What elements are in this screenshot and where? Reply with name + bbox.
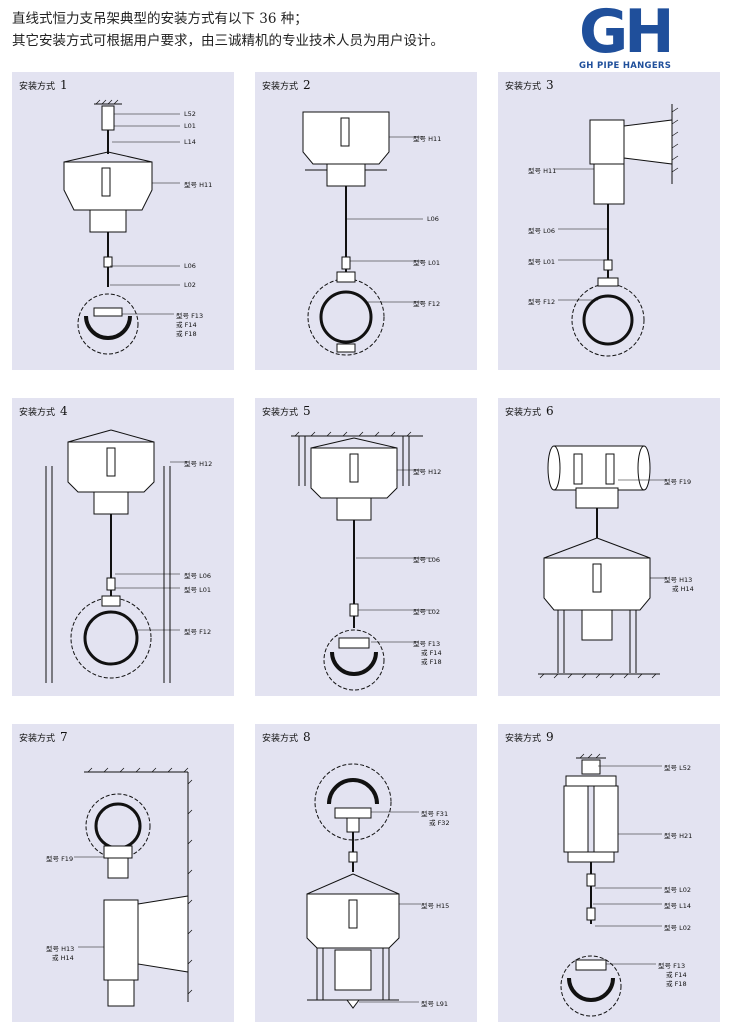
hanger-drawing-4: [45, 429, 188, 683]
label-f31: 型号 F31: [421, 810, 449, 818]
label-h11: 型号 H11: [184, 181, 213, 189]
label-h14: 或 H14: [52, 954, 74, 962]
hanger-drawing-3: [554, 104, 679, 357]
label-f19: 型号 F19: [664, 478, 692, 486]
label-h13: 型号 H13: [46, 945, 75, 953]
label-f12: 型号 F12: [528, 298, 556, 306]
label-l01: L01: [184, 122, 196, 130]
label-l06: 型号 L06: [184, 572, 211, 580]
label-l01: 型号 L01: [528, 258, 555, 266]
label-f14: 或 F14: [176, 321, 197, 329]
header-line-1: 直线式恒力支吊架典型的安装方式有以下 36 种；: [12, 11, 308, 27]
label-h21: 型号 H21: [664, 832, 693, 840]
logo-mark: GH: [579, 0, 674, 67]
label-l01: 型号 L01: [413, 259, 440, 267]
label-f18: 或 F18: [421, 658, 442, 666]
label-f18: 或 F18: [176, 330, 197, 338]
header-text: 直线式恒力支吊架典型的安装方式有以下 36 种； 其它安装方式可根据用户要求，由…: [12, 8, 444, 52]
label-f12: 型号 F12: [413, 300, 441, 308]
label-l52: 型号 L52: [664, 764, 691, 772]
label-f12: 型号 F12: [184, 628, 212, 636]
label-f18: 或 F18: [666, 980, 687, 988]
label-h13: 型号 H13: [664, 576, 693, 584]
hanger-drawing-8: [306, 763, 421, 1009]
label-h12: 型号 H12: [184, 460, 213, 468]
hanger-drawing-6: [538, 445, 666, 679]
hanger-drawing-5: [291, 431, 433, 691]
label-l06: 型号 L06: [528, 227, 555, 235]
label-l02: L02: [184, 281, 196, 289]
logo-tagline: GH PIPE HANGERS: [579, 61, 672, 71]
label-h15: 型号 H15: [421, 902, 450, 910]
hanger-drawing-7: [74, 767, 193, 1007]
label-l02-lower: 型号 L02: [664, 924, 691, 932]
label-h11: 型号 H11: [413, 135, 442, 143]
label-l06: L06: [184, 262, 196, 270]
label-l06: 型号 L06: [413, 556, 440, 564]
header-line-2: 其它安装方式可根据用户要求，由三诚精机的专业技术人员为用户设计。: [12, 33, 444, 49]
label-l14: 型号 L14: [664, 902, 691, 910]
label-h14: 或 H14: [672, 585, 694, 593]
label-l52: L52: [184, 110, 196, 118]
hanger-drawing-2: [302, 111, 423, 356]
label-f14: 或 F14: [421, 649, 442, 657]
label-f14: 或 F14: [666, 971, 687, 979]
label-f13: 型号 F13: [413, 640, 441, 648]
label-f32: 或 F32: [429, 819, 450, 827]
hanger-drawing-1: [63, 99, 180, 355]
label-f13: 型号 F13: [176, 312, 204, 320]
gh-logo: GH GH PIPE HANGERS: [577, 0, 683, 74]
hanger-drawing-9: [560, 753, 662, 1017]
label-f19: 型号 F19: [46, 855, 74, 863]
label-l02: 型号 L02: [413, 608, 440, 616]
label-l06: L06: [427, 215, 439, 223]
label-l14: L14: [184, 138, 196, 146]
label-l01: 型号 L01: [184, 586, 211, 594]
label-l02: 型号 L02: [664, 886, 691, 894]
label-h12: 型号 H12: [413, 468, 442, 476]
label-h11: 型号 H11: [528, 167, 557, 175]
label-l91: 型号 L91: [421, 1000, 448, 1008]
label-f13: 型号 F13: [658, 962, 686, 970]
